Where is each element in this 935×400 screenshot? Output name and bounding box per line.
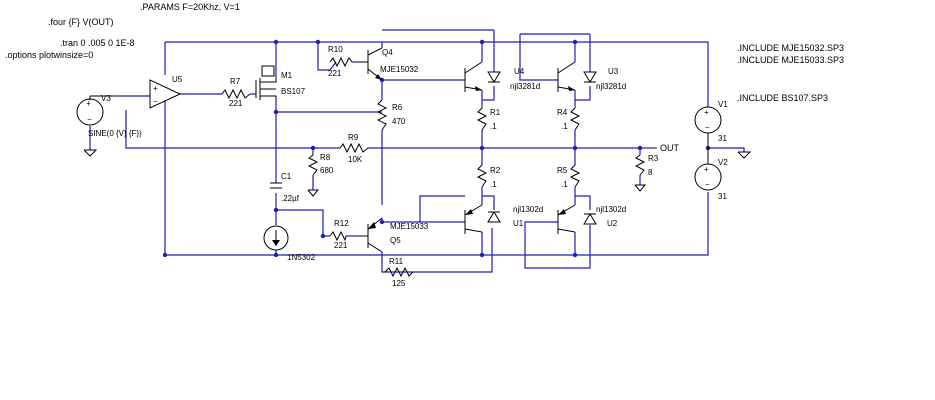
opamp-u5: + − <box>149 79 182 109</box>
r4-value: .1 <box>561 122 568 131</box>
q5-model: MJE15033 <box>390 222 429 231</box>
ground-r3 <box>634 184 647 192</box>
q5-name: Q5 <box>390 236 401 245</box>
svg-text:−: − <box>153 97 158 106</box>
resistor-r12 <box>329 230 347 242</box>
r10-value: 221 <box>328 69 342 78</box>
resistor-r10 <box>329 56 353 68</box>
u1-model: njl1302d <box>513 205 543 214</box>
resistor-r11 <box>384 266 414 278</box>
r7-value: 221 <box>229 99 243 108</box>
d1-name: 1N5302 <box>287 253 316 262</box>
r6-value: 470 <box>392 117 406 126</box>
ground-v3 <box>83 149 98 157</box>
m1-name: M1 <box>281 71 293 80</box>
directive-include3: .INCLUDE BS107.SP3 <box>737 93 828 103</box>
v3-name: V3 <box>101 94 111 103</box>
v2-value: 31 <box>718 192 727 201</box>
mosfet-m1 <box>255 65 277 100</box>
r7-name: R7 <box>230 77 241 86</box>
r5-value: .1 <box>561 180 568 189</box>
labels: .PARAMS F=20Khz, V=1 .four {F} V(OUT) .t… <box>5 2 844 288</box>
diode-d1 <box>263 225 289 251</box>
source-v2: + − <box>694 148 722 191</box>
transistor-q4 <box>358 47 383 81</box>
transistor-q5 <box>360 217 383 253</box>
r12-value: 221 <box>334 241 348 250</box>
r9-value: 10K <box>348 155 363 164</box>
directive-params: .PARAMS F=20Khz, V=1 <box>140 2 240 12</box>
directive-include2: .INCLUDE MJE15033.SP3 <box>737 55 844 65</box>
u4-model: njl3281d <box>510 82 540 91</box>
q4-name: Q4 <box>382 48 393 57</box>
svg-text:−: − <box>705 123 710 132</box>
directive-four: .four {F} V(OUT) <box>48 17 114 27</box>
svg-text:−: − <box>87 115 92 124</box>
directive-options: .options plotwinsize=0 <box>5 50 93 60</box>
r2-name: R2 <box>490 166 501 175</box>
v1-value: 31 <box>718 134 727 143</box>
transistor-u2 <box>557 204 597 234</box>
r3-value: 8 <box>648 168 653 177</box>
u3-model: njl3281d <box>596 82 626 91</box>
u3-name: U3 <box>608 67 619 76</box>
r11-name: R11 <box>389 257 404 266</box>
transistor-u3 <box>557 61 597 92</box>
svg-text:+: + <box>704 108 709 117</box>
out-label: OUT <box>660 143 680 153</box>
c1-value: .22µf <box>281 194 300 203</box>
r9-name: R9 <box>348 133 359 142</box>
v1-name: V1 <box>718 100 728 109</box>
r6-name: R6 <box>392 103 403 112</box>
u5-name: U5 <box>172 75 183 84</box>
resistor-r2 <box>476 164 488 188</box>
resistor-r9 <box>339 142 369 154</box>
resistor-r6 <box>376 99 388 131</box>
directive-include1: .INCLUDE MJE15032.SP3 <box>737 43 844 53</box>
source-v1: + − <box>694 106 722 148</box>
r5-name: R5 <box>557 166 568 175</box>
r4-name: R4 <box>557 108 568 117</box>
resistor-r7 <box>221 88 251 100</box>
r3-name: R3 <box>648 154 659 163</box>
wires <box>89 29 745 273</box>
r2-value: .1 <box>490 180 497 189</box>
transistor-u4 <box>464 61 501 92</box>
r1-name: R1 <box>490 108 501 117</box>
svg-text:+: + <box>86 99 91 108</box>
ground-main <box>737 151 752 159</box>
r10-name: R10 <box>328 45 343 54</box>
u2-name: U2 <box>607 219 618 228</box>
resistor-r5 <box>569 164 581 188</box>
u4-name: U4 <box>514 67 525 76</box>
v3-value: SINE(0 {V} {F}) <box>88 129 142 138</box>
r12-name: R12 <box>334 219 349 228</box>
resistor-r8 <box>307 154 319 176</box>
u2-model: njl1302d <box>596 205 626 214</box>
v2-name: V2 <box>718 158 728 167</box>
svg-text:+: + <box>704 165 709 174</box>
resistor-r3 <box>634 154 646 176</box>
r8-name: R8 <box>320 153 331 162</box>
r11-value: 125 <box>392 279 406 288</box>
svg-text:−: − <box>705 180 710 189</box>
ground-r8 <box>307 189 320 197</box>
u1-name: U1 <box>513 219 524 228</box>
capacitor-c1 <box>270 182 282 189</box>
r1-value: .1 <box>490 122 497 131</box>
directive-tran: .tran 0 .005 0 1E-8 <box>60 38 135 48</box>
resistor-r1 <box>476 107 488 131</box>
source-v3: + − <box>76 95 120 126</box>
resistor-r4 <box>569 107 581 131</box>
q4-model: MJE15032 <box>380 65 419 74</box>
c1-name: C1 <box>281 172 292 181</box>
transistor-u1 <box>464 204 501 234</box>
r8-value: 680 <box>320 166 334 175</box>
junctions <box>162 39 711 258</box>
m1-model: BS107 <box>281 87 306 96</box>
svg-text:+: + <box>153 84 158 93</box>
